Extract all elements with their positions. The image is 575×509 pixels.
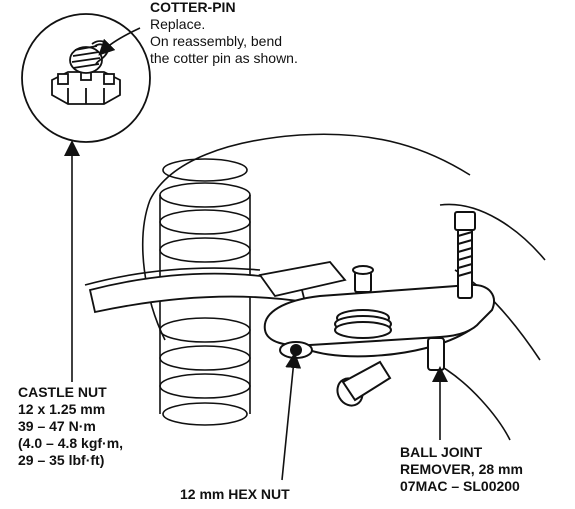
cotter-pin-label: COTTER-PIN Replace. On reassembly, bend … bbox=[150, 0, 298, 67]
remover-line1: BALL JOINT bbox=[400, 444, 483, 460]
coil-spring bbox=[159, 158, 251, 426]
remover-line2: REMOVER, 28 mm bbox=[400, 461, 523, 477]
castle-nut-line3: (4.0 – 4.8 kgf·m, bbox=[18, 435, 124, 451]
castle-nut-inset bbox=[21, 13, 151, 143]
castle-nut-label: CASTLE NUT 12 x 1.25 mm 39 – 47 N·m (4.0… bbox=[18, 384, 123, 469]
hex-nut-title: 12 mm HEX NUT bbox=[180, 486, 290, 502]
knuckle-arm bbox=[258, 261, 347, 298]
remover-line3: 07MAC – SL00200 bbox=[400, 478, 520, 494]
castle-nut-line1: 12 x 1.25 mm bbox=[18, 401, 106, 417]
cotter-pin-line2: On reassembly, bend bbox=[150, 33, 283, 49]
cotter-pin-line1: Replace. bbox=[150, 16, 206, 32]
castle-nut-title: CASTLE NUT bbox=[18, 384, 107, 400]
ball-joint-remover-tool bbox=[263, 211, 495, 407]
cotter-pin-leader bbox=[98, 27, 141, 56]
cotter-pin-title: COTTER-PIN bbox=[150, 0, 236, 15]
castle-nut-line2: 39 – 47 N·m bbox=[18, 418, 96, 434]
leader-lines bbox=[64, 27, 448, 481]
hex-nut-leader bbox=[281, 352, 302, 481]
cotter-pin-line3: the cotter pin as shown. bbox=[150, 50, 298, 66]
castle-nut-icon bbox=[51, 45, 121, 105]
ball-joint-remover-label: BALL JOINT REMOVER, 28 mm 07MAC – SL0020… bbox=[400, 444, 523, 495]
hex-nut-label: 12 mm HEX NUT bbox=[180, 486, 290, 503]
castle-nut-line4: 29 – 35 lbf·ft) bbox=[18, 452, 105, 468]
